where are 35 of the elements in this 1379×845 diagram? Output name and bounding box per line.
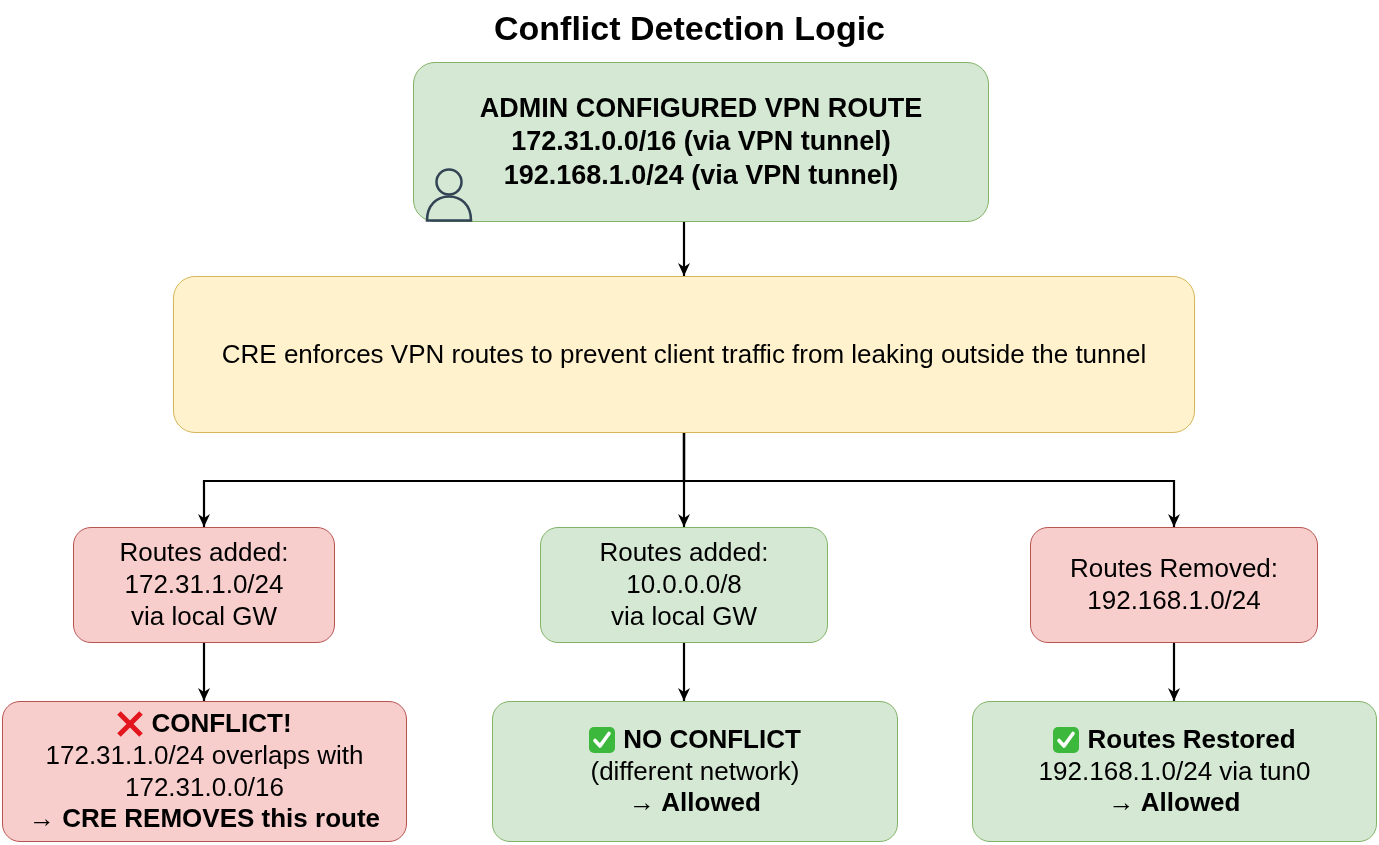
node-text: 10.0.0.0/8	[626, 569, 742, 601]
node-text: via local GW	[611, 601, 757, 633]
node-text: CRE enforces VPN routes to prevent client traffic from leaking outside the tunnel	[221, 338, 1147, 371]
node-text: 192.168.1.0/24 (via VPN tunnel)	[503, 158, 899, 192]
process-box	[413, 62, 989, 222]
process-box	[972, 701, 1377, 842]
node-heading: Routes added:	[599, 537, 769, 569]
node-text: 172.31.0.0/16 (via VPN tunnel)	[511, 125, 891, 159]
process-box	[2, 701, 407, 842]
process-box	[540, 527, 828, 643]
process-box	[173, 276, 1195, 433]
node-heading: NO CONFLICT	[623, 723, 801, 756]
node-text: → Allowed	[629, 787, 761, 820]
node-text: → Allowed	[1108, 787, 1241, 820]
node-heading: Routes Removed:	[1069, 553, 1279, 585]
node-text: → CRE REMOVES this route	[28, 803, 380, 836]
node-text: 172.31.1.0/24	[124, 569, 284, 601]
node-text: 192.168.1.0/24	[1087, 585, 1261, 617]
node-heading: CONFLICT!	[151, 707, 292, 740]
node-text: via local GW	[131, 601, 277, 633]
arrow	[682, 433, 1180, 527]
node-text: 192.168.1.0/24 via tun0	[1038, 755, 1311, 788]
process-box	[492, 701, 898, 842]
process-box	[73, 527, 335, 643]
arrow	[678, 222, 690, 276]
node-heading: ADMIN CONFIGURED VPN ROUTE	[479, 92, 923, 126]
arrow	[198, 643, 210, 701]
arrow	[678, 643, 690, 701]
process-box	[1030, 527, 1318, 643]
node-heading: Routes Restored	[1087, 723, 1296, 756]
node-text: (different network)	[590, 755, 800, 788]
arrow	[1168, 643, 1180, 701]
node-heading: Routes added:	[119, 537, 289, 569]
node-text: 172.31.1.0/24 overlaps with 172.31.0.0/16	[44, 739, 365, 804]
diagram-title: Conflict Detection Logic	[494, 8, 885, 48]
